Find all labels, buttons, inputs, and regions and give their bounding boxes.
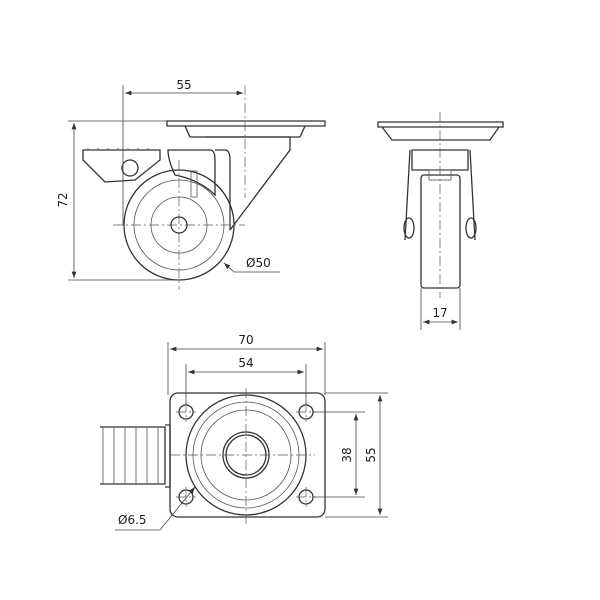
dim-70: 70: [238, 333, 253, 347]
front-plate: [377, 121, 504, 141]
brake-pedal: [82, 149, 161, 183]
axle-nut-right: [465, 217, 477, 239]
axle-nut-left: [403, 217, 415, 239]
brake-pedal-top-ribs: [102, 427, 159, 484]
top-view: 70 54 38 55 Ø6.5: [100, 333, 388, 531]
brake-pedal-top: [100, 424, 171, 488]
side-view: 55 72 Ø50: [56, 78, 326, 290]
dim-55-side: 55: [176, 78, 191, 92]
fork: [167, 149, 216, 197]
brake-pivot: [121, 159, 139, 177]
dim-38: 38: [340, 447, 354, 462]
dim-72: 72: [56, 192, 70, 207]
swivel-housing: [205, 136, 291, 231]
brake-pedal-ribs: [87, 148, 149, 150]
dim-wheel-diameter: Ø50: [246, 256, 271, 270]
dim-17: 17: [432, 306, 447, 320]
front-view: 17: [377, 112, 504, 330]
dim-55-top: 55: [364, 447, 378, 462]
front-fork: [404, 149, 476, 241]
dim-54: 54: [238, 356, 253, 370]
dim-hole-diameter: Ø6.5: [118, 513, 147, 527]
front-wheel: [420, 174, 461, 289]
fork-label-plate: [190, 170, 198, 198]
top-plate: [166, 120, 326, 138]
